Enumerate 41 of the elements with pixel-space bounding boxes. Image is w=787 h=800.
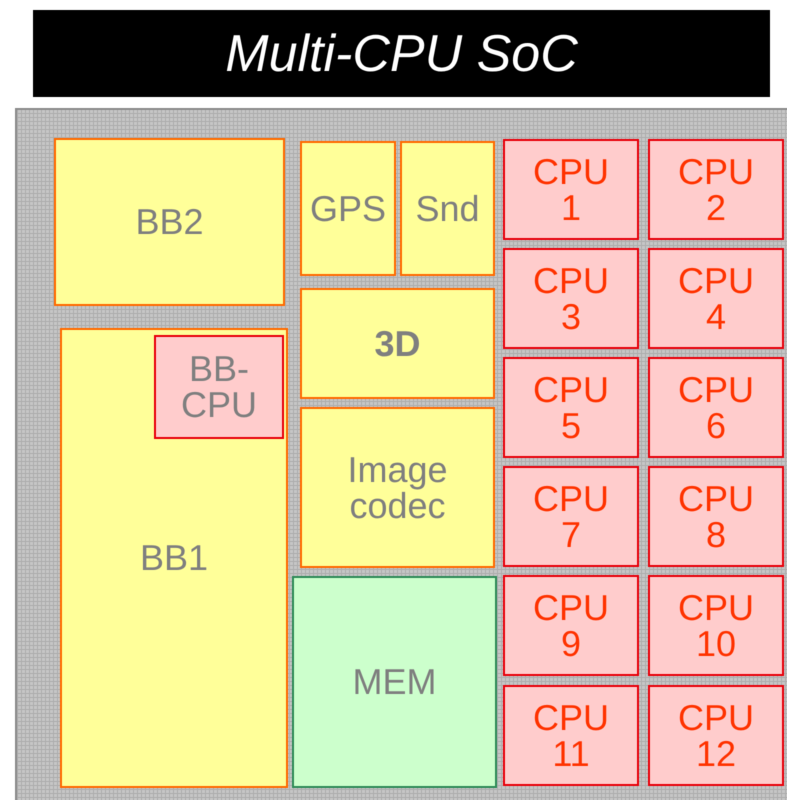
cpu-box [503,248,639,349]
block-label: CPU 11 [532,700,610,772]
cpu-box [648,685,784,786]
block-label: CPU 4 [676,262,755,334]
block-label: MEM [352,664,436,700]
block-label: CPU 6 [676,372,755,444]
block-label: BB-CPU [180,351,258,423]
block-label: CPU 7 [532,480,610,552]
block-label: GPS [310,190,386,226]
block-label: CPU 8 [676,480,755,552]
cpu-box [648,357,784,458]
block-label: CPU 3 [532,262,610,334]
block-box [300,288,495,399]
cpu-box [154,335,284,439]
block-label: CPU 9 [532,590,610,662]
cpu-box [648,575,784,676]
block-label: 3D [374,326,421,362]
cpu-box [648,466,784,567]
cpu-box [648,248,784,349]
block-label: Snd [415,190,480,226]
memory-box [292,576,497,788]
block-box [60,328,288,788]
cpu-box [503,357,639,458]
cpu-box [503,685,639,786]
block-box [400,141,495,276]
cpu-box [503,466,639,567]
block-box [300,407,495,568]
block-label: BB1 [140,540,208,576]
title: Multi-CPU SoC [225,28,578,80]
block-label: CPU 1 [532,154,610,226]
cpu-box [648,139,784,240]
block-label: CPU 2 [676,154,755,226]
block-label: CPU 5 [532,372,610,444]
block-box [54,138,285,306]
block-label: BB2 [135,204,204,240]
block-label: Image codec [346,452,449,524]
cpu-box [503,139,639,240]
cpu-box [503,575,639,676]
block-box [300,141,396,276]
block-label: CPU 10 [676,590,755,662]
block-label: CPU 12 [676,700,755,772]
